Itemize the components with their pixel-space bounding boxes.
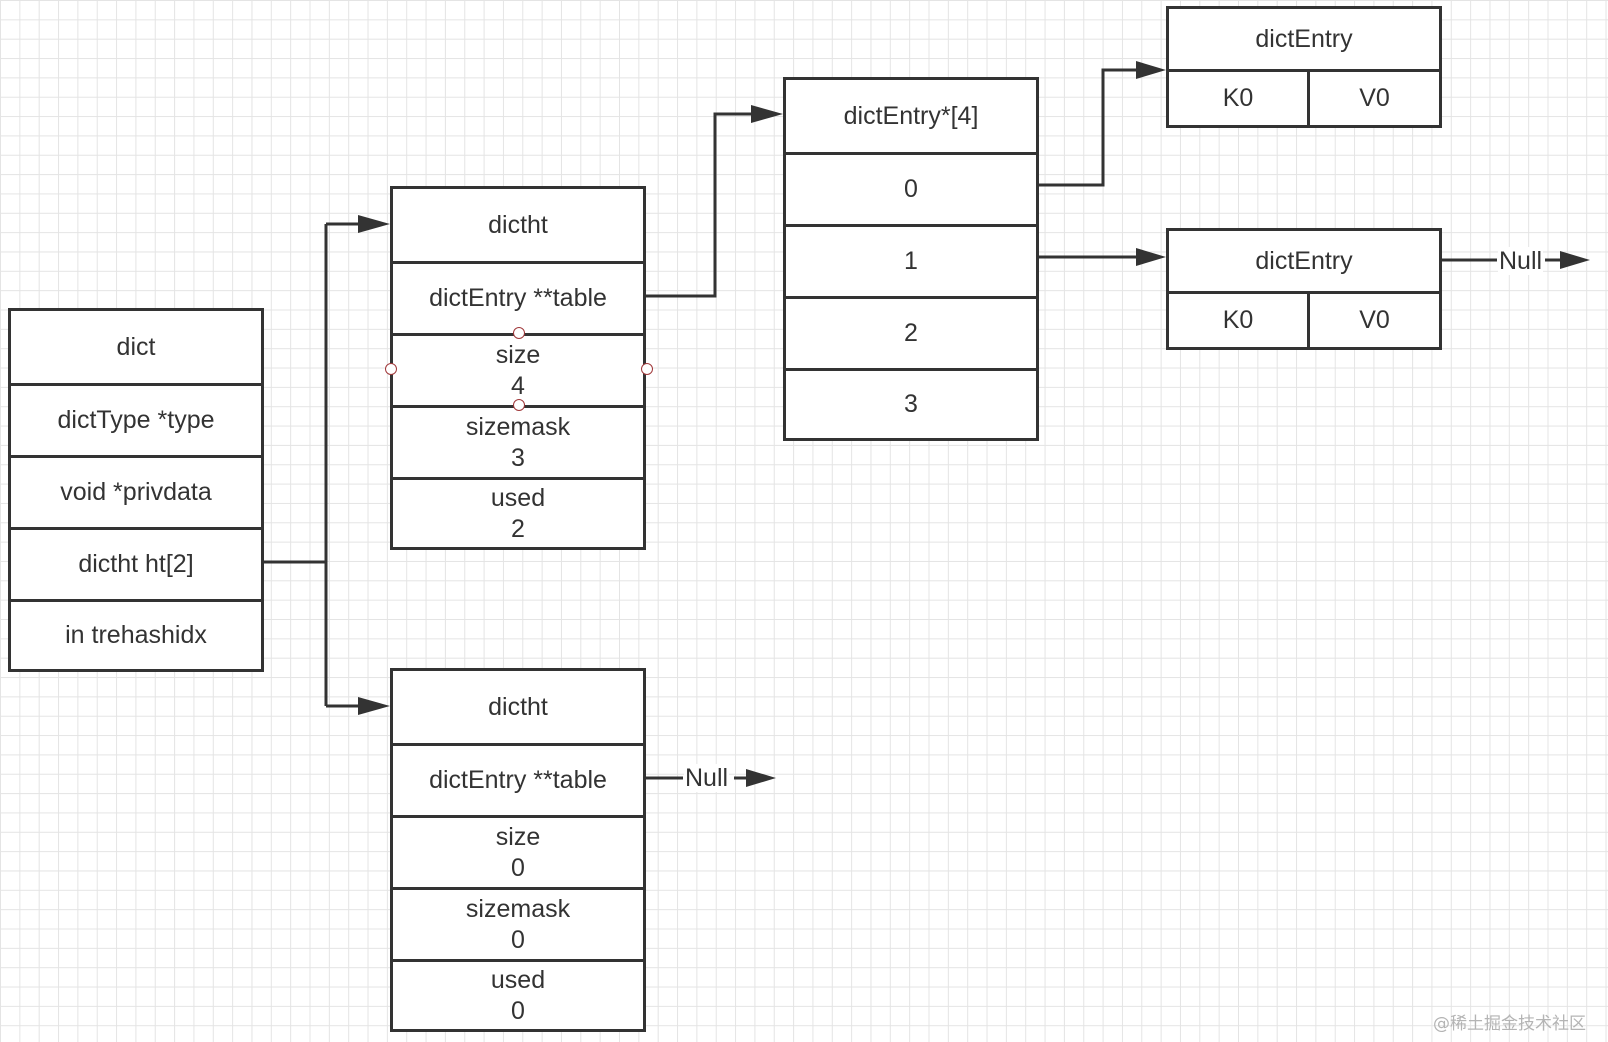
arrowhead-entry0	[1136, 61, 1166, 79]
dict-struct: dict dictType *type void *privdata dicth…	[8, 308, 264, 672]
dictht-1-title: dictht	[488, 692, 548, 721]
dictht-0-table: dictEntry **table	[393, 261, 643, 333]
dict-entry-0-kv: K0 V0	[1169, 69, 1439, 125]
connector-ht-split	[258, 224, 328, 706]
dict-entry-0: dictEntry K0 V0	[1166, 6, 1442, 128]
dict-title: dict	[116, 332, 156, 361]
entry-next-null-label: Null	[1498, 247, 1544, 275]
dict-entry-0-title: dictEntry	[1255, 24, 1353, 53]
arrowhead-ht1-null	[746, 769, 776, 787]
selection-handle[interactable]	[513, 399, 525, 411]
arrowhead-ht1	[358, 697, 390, 715]
dict-entry-1: dictEntry K0 V0	[1166, 228, 1442, 350]
dict-field-type: dictType *type	[11, 383, 261, 455]
selection-handle[interactable]	[385, 363, 397, 375]
dict-entry-1-key: K0	[1222, 306, 1254, 334]
watermark: @稀土掘金技术社区	[1433, 1014, 1586, 1034]
connector-slot0-to-entry	[1038, 68, 1140, 187]
bucket-slot: 3	[786, 368, 1036, 438]
dictht-0-title: dictht	[488, 210, 548, 239]
connector-table-to-buckets	[646, 112, 755, 298]
dict-entry-1-value: V0	[1307, 294, 1439, 347]
selection-handle[interactable]	[513, 327, 525, 339]
ht1-table-null-label: Null	[684, 764, 730, 792]
dict-entry-0-key: K0	[1222, 84, 1254, 112]
arrowhead-entry1	[1136, 248, 1166, 266]
bucket-slot: 2	[786, 296, 1036, 368]
dict-entry-1-title: dictEntry	[1255, 246, 1353, 275]
dictht-1-table: dictEntry **table	[393, 743, 643, 815]
bucket-array-title: dictEntry*[4]	[843, 101, 979, 130]
dict-entry-0-value: V0	[1307, 72, 1439, 125]
arrowhead-entry-null	[1560, 251, 1590, 269]
arrowhead-ht0	[358, 215, 390, 233]
dict-field-privdata: void *privdata	[11, 455, 261, 527]
bucket-slot: 0	[786, 152, 1036, 224]
dict-field-rehashidx: in trehashidx	[11, 599, 261, 669]
bucket-slot: 1	[786, 224, 1036, 296]
dict-entry-1-kv: K0 V0	[1169, 291, 1439, 347]
arrowhead-buckets	[751, 105, 783, 123]
dict-field-ht: dictht ht[2]	[11, 527, 261, 599]
bucket-array: dictEntry*[4] 0 1 2 3	[783, 77, 1039, 441]
selection-handle[interactable]	[641, 363, 653, 375]
